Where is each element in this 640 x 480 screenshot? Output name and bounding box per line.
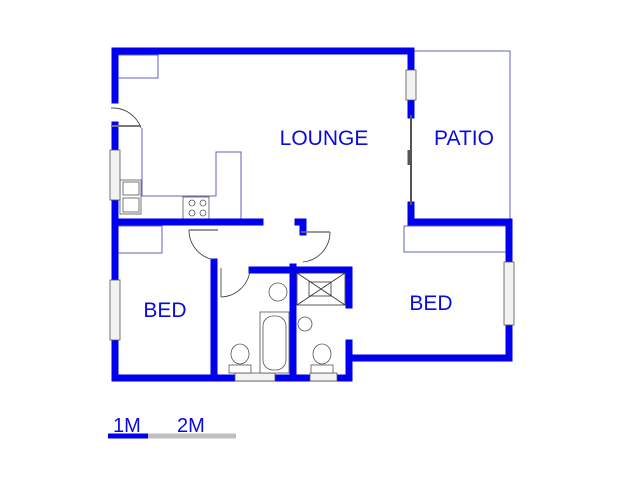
toilet-icon (228, 343, 252, 374)
walls (111, 47, 513, 382)
basin-icon (268, 282, 288, 302)
room-label-bed-right: BED (409, 292, 452, 315)
window (405, 69, 417, 101)
bathtub-icon (259, 311, 290, 374)
basin-icon (297, 316, 313, 332)
room-label-lounge: LOUNGE (280, 127, 369, 150)
toilet-icon (310, 343, 334, 374)
scale-label-1m: 1M (113, 415, 141, 437)
scale-label-2m: 2M (177, 415, 205, 437)
window (309, 372, 338, 382)
door-swings (110, 107, 331, 298)
room-label-bed-left: BED (143, 299, 186, 322)
scale-bar: 1M 2M (108, 415, 236, 439)
room-label-patio: PATIO (434, 127, 494, 150)
window (109, 279, 121, 341)
kitchen-counter (141, 128, 242, 219)
cupboard (117, 54, 159, 79)
window (109, 149, 121, 201)
patio-outline (414, 50, 511, 222)
window (503, 261, 515, 326)
cupboard (117, 225, 163, 254)
sink-icon (119, 179, 142, 215)
window (234, 372, 276, 382)
stove-icon (182, 196, 210, 220)
cupboard (403, 225, 507, 253)
shower-icon (296, 272, 346, 306)
